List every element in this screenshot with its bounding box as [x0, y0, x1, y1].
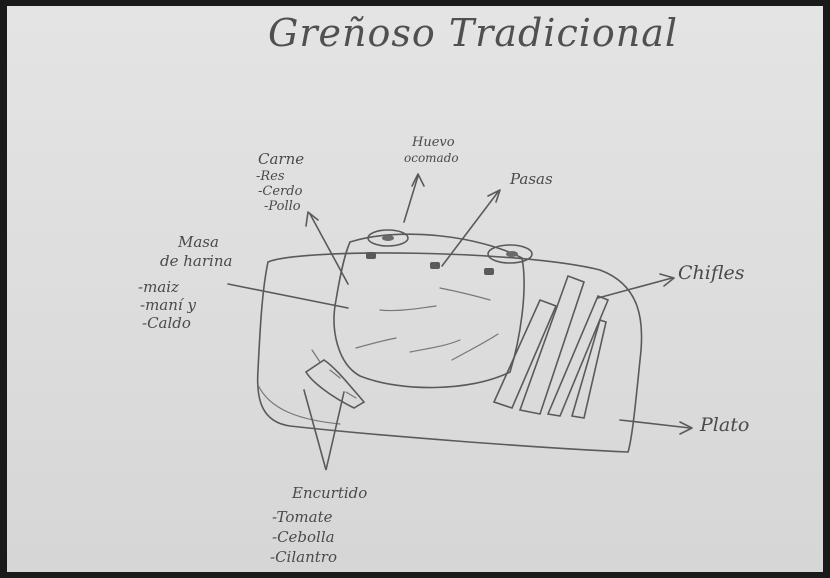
arrow-plato: [620, 420, 690, 428]
arrow-chifles: [598, 278, 672, 298]
encurtido-pile: [306, 360, 364, 408]
raisin-2: [430, 262, 440, 269]
arrow-carne: [310, 214, 348, 284]
egg-right-yolk: [506, 251, 518, 257]
egg-left-yolk: [382, 235, 394, 241]
raisin-3: [484, 268, 494, 275]
arrow-huevo: [404, 176, 418, 222]
raisin-1: [366, 252, 376, 259]
arrow-masa: [228, 284, 348, 308]
